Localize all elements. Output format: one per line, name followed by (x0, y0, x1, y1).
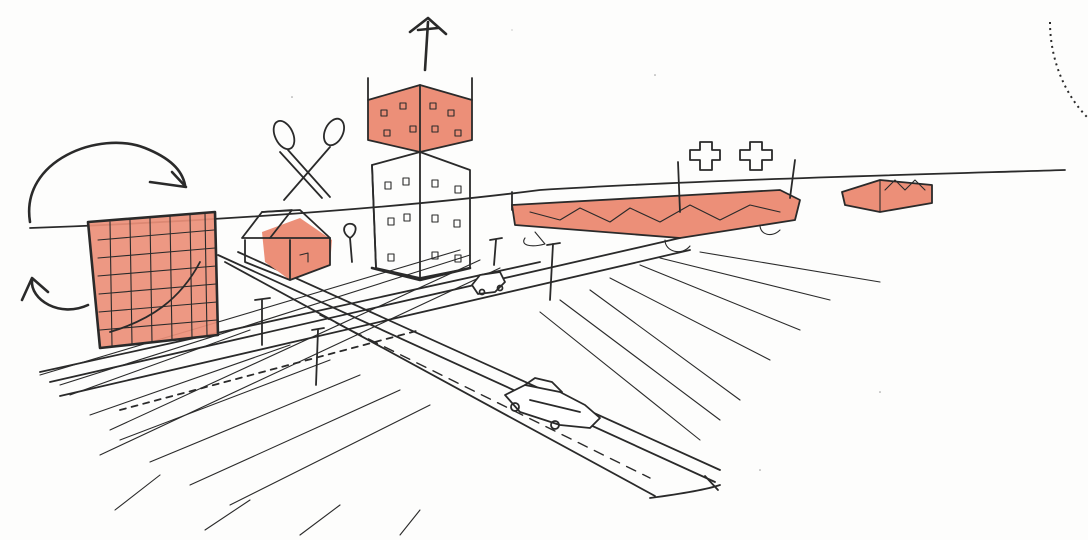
dotted-arc (1050, 22, 1088, 118)
arrow-up-icon (410, 18, 446, 70)
floating-block (368, 78, 472, 152)
accent-cube (88, 212, 218, 348)
scissors-icon (270, 116, 349, 200)
bridge-posts (490, 238, 502, 265)
arrow-up-icon (22, 278, 48, 300)
plus-icon (740, 142, 772, 170)
paper-speckles (291, 29, 881, 470)
plus-icon (690, 142, 720, 170)
house-icon (242, 210, 332, 280)
tree-icon (344, 224, 356, 262)
accent-platform (512, 160, 800, 252)
central-tower (372, 152, 470, 280)
distant-accent-block (842, 180, 932, 212)
main-road (218, 252, 720, 498)
